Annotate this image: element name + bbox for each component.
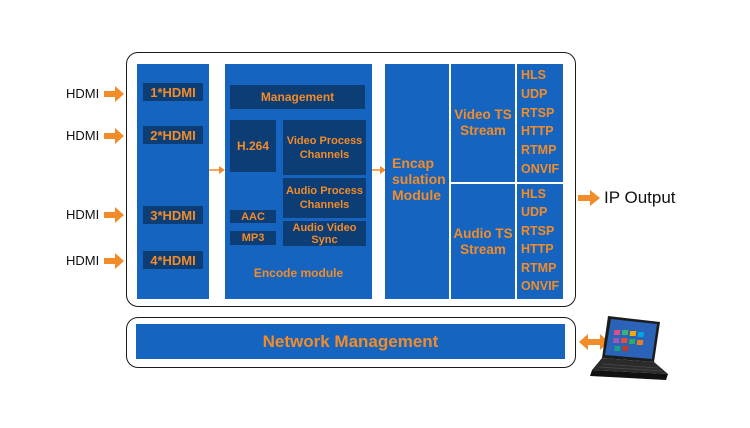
audio-process-label-l2: Channels	[299, 199, 350, 211]
video-protocol-list: HLS UDP RTSP HTTP RTMP ONVIF	[521, 68, 559, 176]
audio-protocol-list: HLS UDP RTSP HTTP RTMP ONVIF	[521, 187, 559, 293]
protocol-item: RTSP	[521, 105, 555, 120]
encapsulation-label: Encap sulation Module	[392, 155, 446, 203]
audio-process-label-l1: Audio Process	[285, 185, 364, 197]
hdmi-port-3: 3*HDMI	[143, 206, 203, 224]
video-ts-stream-label: Video TS Stream	[451, 64, 515, 182]
audio-ts-stream-block	[451, 184, 515, 299]
video-process-label-l1: Video Process	[286, 134, 363, 147]
protocol-item: RTMP	[521, 260, 557, 275]
arrow-right-icon	[578, 190, 600, 206]
protocol-item: RTMP	[521, 143, 557, 158]
encap-label-l3: Module	[392, 187, 441, 203]
aac-block: AAC	[230, 210, 276, 223]
video-ts-l1: Video TS	[454, 107, 512, 122]
bidirectional-arrow-icon	[579, 334, 609, 350]
ip-output-label: IP Output	[604, 188, 676, 207]
protocol-item: RTSP	[521, 223, 555, 238]
hdmi-input-label: HDMI	[66, 86, 100, 101]
encapsulation-module	[385, 64, 449, 299]
audio-ts-l2: Stream	[460, 241, 506, 257]
arrow-right-icon	[104, 253, 124, 269]
hdmi-input-label: HDMI	[66, 207, 100, 222]
video-ts-l2: Stream	[460, 123, 506, 138]
arrow-right-icon	[104, 128, 124, 144]
av-sync-block: Audio Video Sync	[283, 221, 366, 246]
protocol-item: HLS	[521, 68, 546, 82]
connector-arrow-icon	[372, 166, 386, 174]
encap-label-l1: Encap	[392, 155, 435, 171]
protocol-item: HTTP	[521, 124, 554, 139]
mp3-block: MP3	[230, 231, 276, 245]
encap-label-l2: sulation	[392, 171, 446, 187]
video-process-block: Video Process Channels	[283, 120, 366, 175]
hdmi-input-label: HDMI	[66, 128, 100, 143]
laptop-icon	[590, 316, 668, 380]
protocol-item: ONVIF	[521, 161, 560, 176]
video-ts-stream-block	[451, 64, 515, 182]
h264-block: H.264	[230, 120, 276, 172]
protocol-item: ONVIF	[521, 278, 560, 293]
network-management-bar	[136, 324, 565, 359]
management-block: Management	[230, 85, 365, 109]
hdmi-input-label: HDMI	[66, 253, 100, 268]
video-protocols-block	[517, 64, 563, 182]
protocol-item: HLS	[521, 187, 546, 201]
connector-arrow-icon	[209, 166, 225, 174]
av-sync-label-l1: Audio Video	[292, 221, 357, 234]
audio-ts-l1: Audio TS	[453, 225, 513, 241]
arrow-right-icon	[104, 207, 124, 223]
hdmi-port-1: 1*HDMI	[143, 83, 203, 101]
hdmi-port-4: 4*HDMI	[143, 251, 203, 269]
audio-ts-stream-label: Audio TS Stream	[451, 184, 515, 299]
network-management-label: Network Management	[262, 332, 439, 351]
protocol-item: HTTP	[521, 242, 554, 257]
protocol-item: UDP	[521, 86, 548, 101]
protocol-item: UDP	[521, 205, 548, 220]
video-process-label-l2: Channels	[299, 148, 350, 161]
arrow-right-icon	[104, 86, 124, 102]
audio-process-block: Audio Process Channels	[283, 178, 366, 218]
hdmi-port-2: 2*HDMI	[143, 126, 203, 144]
av-sync-label-l2: Sync	[311, 233, 338, 246]
encode-module-title: Encode module	[253, 266, 344, 280]
audio-protocols-block	[517, 184, 563, 299]
